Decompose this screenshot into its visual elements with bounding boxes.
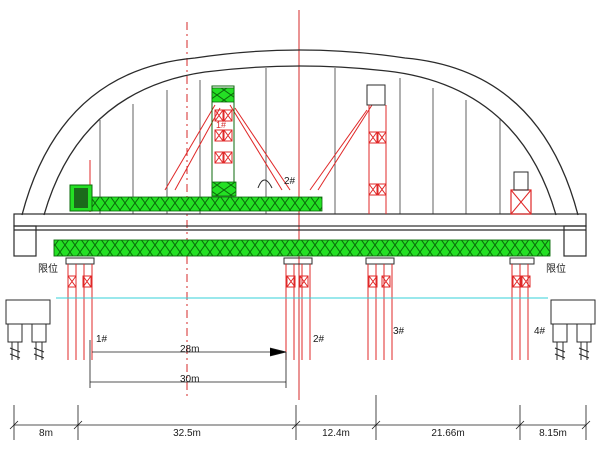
- right-tower-columns: [368, 105, 387, 214]
- inner-dimension-28-label: 28m: [180, 344, 199, 355]
- left-abutment: [5, 299, 51, 360]
- tower-tag: 1#: [216, 120, 226, 130]
- limit-label-right: 限位: [546, 262, 566, 275]
- right-abutment: [550, 299, 596, 360]
- mid-support-arc: [257, 179, 273, 189]
- pier-2-label: 2#: [313, 334, 325, 345]
- upper-truss-girder: [79, 196, 323, 212]
- inner-dimension-30-label: 30m: [180, 374, 199, 385]
- tower-truss-base: [211, 181, 237, 197]
- limit-label-left: 限位: [38, 262, 58, 275]
- main-truss-girder: [53, 239, 551, 257]
- dim-bottom-5: 8.15m: [539, 428, 567, 439]
- tag-2n-mid: 2#: [284, 176, 296, 187]
- dim-bottom-4: 21.66m: [431, 428, 464, 439]
- pier-3: [365, 257, 395, 360]
- pier-3-label: 3#: [393, 326, 405, 337]
- pier-4-label: 4#: [534, 326, 546, 337]
- pier-2: [283, 257, 313, 360]
- inner-dimension-30: [89, 340, 287, 388]
- pier-4: [509, 257, 535, 360]
- pier-1-label: 1#: [96, 334, 108, 345]
- arch-hangers: [99, 68, 501, 214]
- bottom-dimension-chain: [9, 395, 591, 440]
- dim-bottom-3: 12.4m: [322, 428, 350, 439]
- dim-bottom-1: 8m: [39, 428, 53, 439]
- dim-bottom-2: 32.5m: [173, 428, 201, 439]
- tower-truss-top: [211, 87, 235, 103]
- arch-rib: [21, 49, 579, 216]
- right-end-cap: [513, 171, 529, 191]
- pier-1: [65, 257, 95, 360]
- right-tower-top: [366, 84, 386, 106]
- bridge-deck: [13, 213, 587, 257]
- left-truss-block-core: [74, 188, 88, 208]
